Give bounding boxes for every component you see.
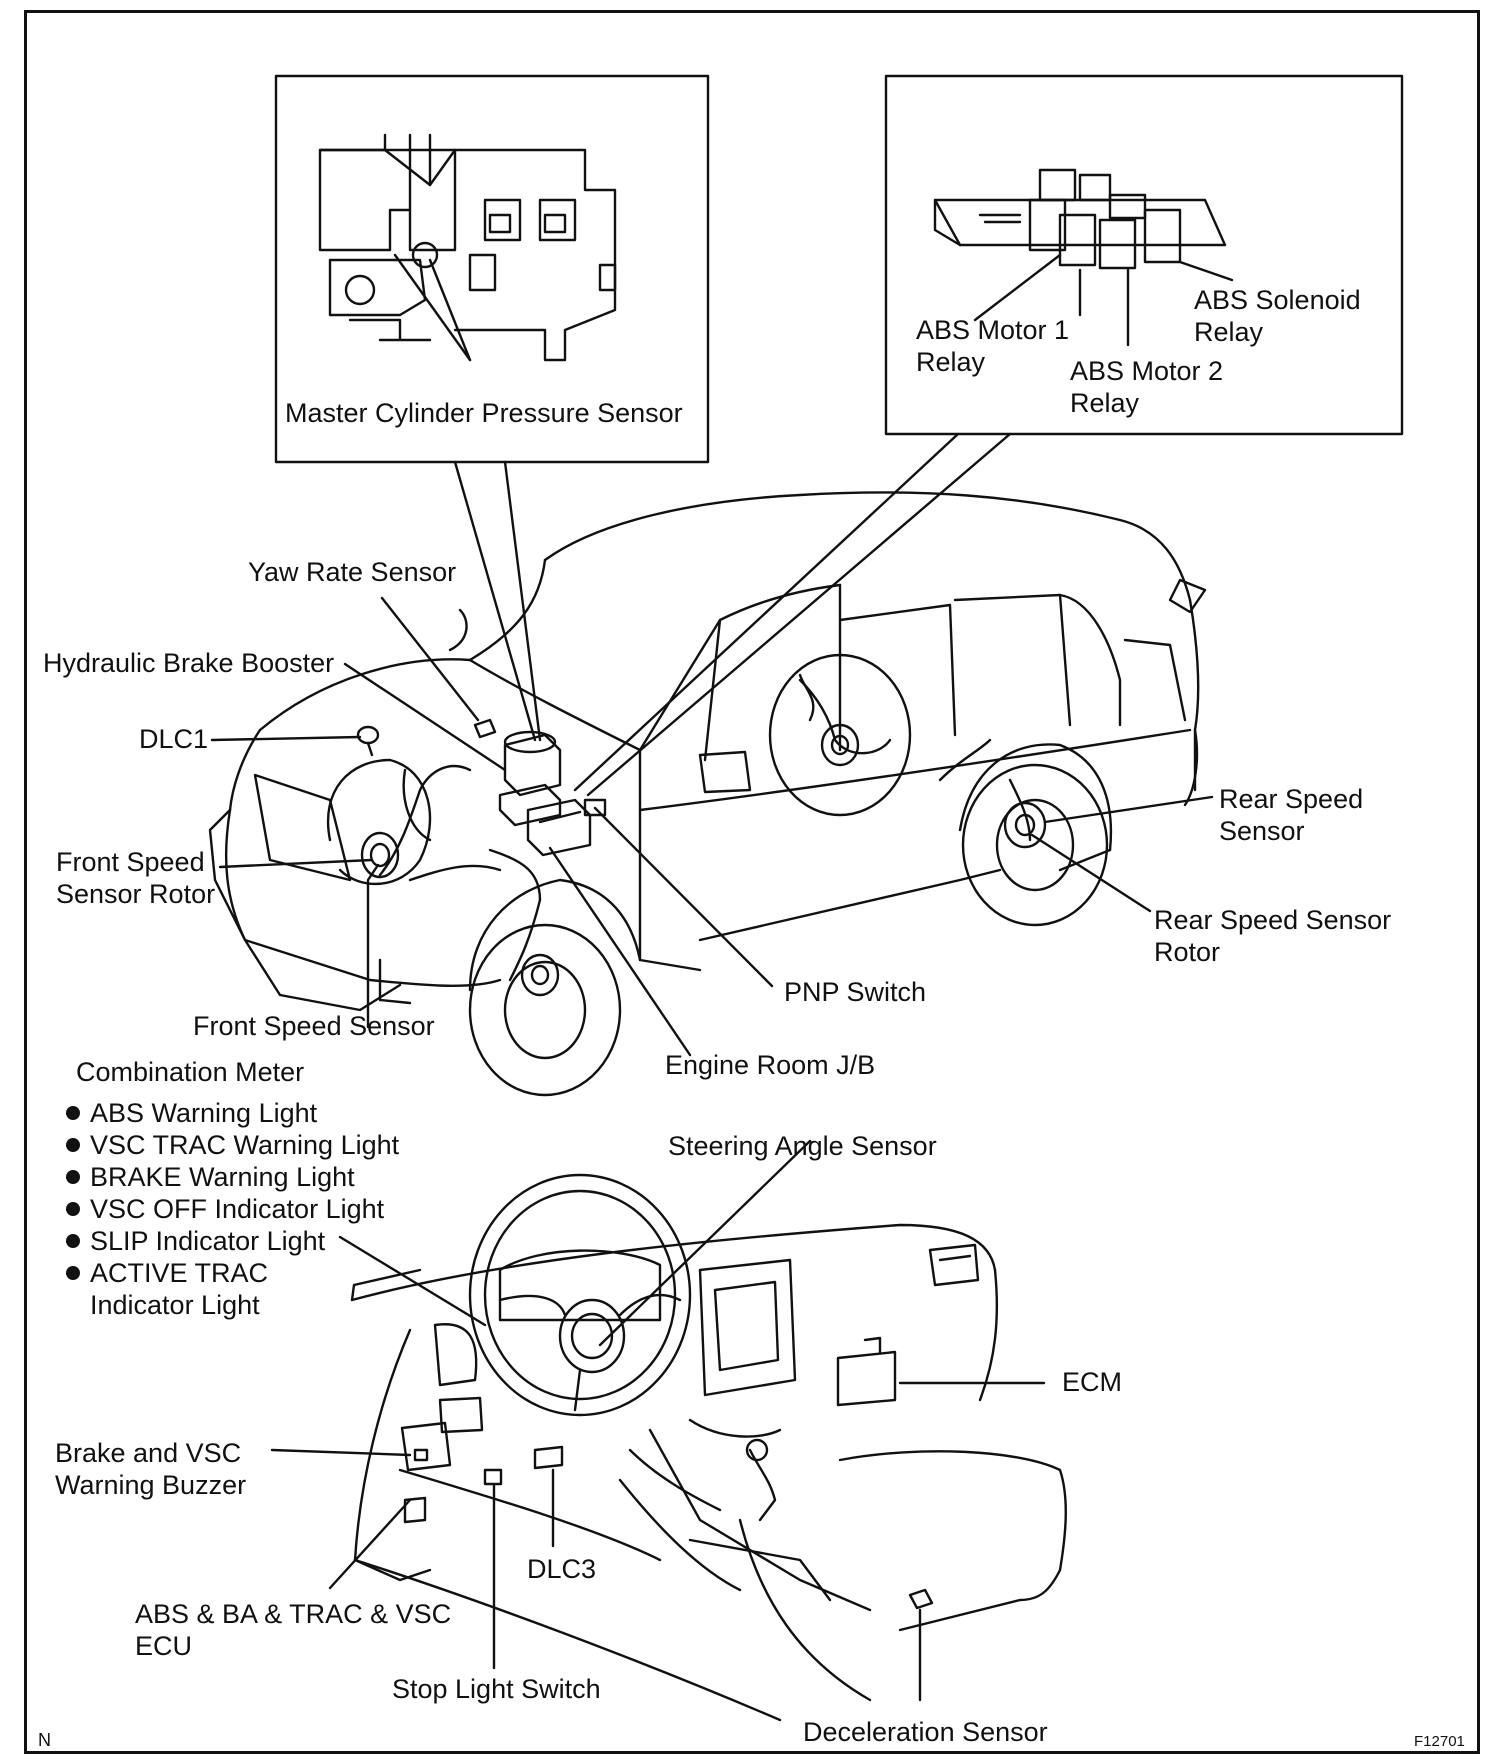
label-hydraulic-brake-booster: Hydraulic Brake Booster [43, 648, 335, 678]
bullet-icon [66, 1266, 80, 1280]
label-engine-room-jb: Engine Room J/B [665, 1050, 876, 1080]
bullet-icon [66, 1170, 80, 1184]
label-ecm: ECM [1062, 1367, 1122, 1397]
label-pnp-switch: PNP Switch [784, 977, 927, 1007]
list-item: VSC TRAC Warning Light [66, 1129, 399, 1161]
label-brake-vsc-warning-buzzer: Brake and VSC Warning Buzzer [55, 1438, 247, 1500]
relay-block-inset-drawing [933, 168, 1234, 347]
label-dlc3: DLC3 [527, 1554, 597, 1584]
list-item: BRAKE Warning Light [66, 1161, 399, 1193]
label-deceleration-sensor: Deceleration Sensor [803, 1717, 1048, 1747]
vehicle-body-drawing [208, 491, 1207, 1097]
list-item: ACTIVE TRAC Indicator Light [66, 1257, 399, 1321]
label-yaw-rate-sensor: Yaw Rate Sensor [248, 557, 457, 587]
label-abs-motor-2-relay: ABS Motor 2 Relay [1070, 356, 1224, 418]
label-rear-speed-sensor-rotor: Rear Speed Sensor Rotor [1154, 905, 1392, 967]
label-front-speed-sensor-rotor: Front Speed Sensor Rotor [56, 847, 216, 909]
label-master-cylinder-pressure-sensor: Master Cylinder Pressure Sensor [285, 398, 683, 428]
corner-mark: N [38, 1730, 51, 1750]
label-dlc1: DLC1 [139, 724, 209, 754]
bullet-icon [66, 1234, 80, 1248]
label-stop-light-switch: Stop Light Switch [392, 1674, 601, 1704]
instrument-panel-drawing [350, 1173, 1067, 1722]
bullet-icon [66, 1138, 80, 1152]
label-rear-speed-sensor: Rear Speed Sensor [1219, 784, 1364, 846]
list-item: SLIP Indicator Light [66, 1225, 399, 1257]
bullet-icon [66, 1106, 80, 1120]
list-item: ABS Warning Light [66, 1097, 399, 1129]
label-steering-angle-sensor: Steering Angle Sensor [668, 1131, 937, 1161]
combination-meter-item-list: ABS Warning Light VSC TRAC Warning Light… [66, 1097, 399, 1321]
label-combination-meter: Combination Meter [76, 1057, 305, 1087]
bullet-icon [66, 1202, 80, 1216]
diagram-border [24, 10, 1480, 1754]
label-front-speed-sensor: Front Speed Sensor [193, 1011, 435, 1041]
figure-code: F12701 [1414, 1733, 1465, 1750]
master-cylinder-inset-drawing [318, 133, 617, 362]
label-abs-solenoid-relay: ABS Solenoid Relay [1194, 285, 1361, 347]
label-abs-ba-trac-vsc-ecu: ABS & BA & TRAC & VSC ECU [135, 1599, 452, 1661]
list-item: VSC OFF Indicator Light [66, 1193, 399, 1225]
engine-bay-components-drawing [356, 718, 1047, 997]
label-abs-motor-1-relay: ABS Motor 1 Relay [916, 315, 1070, 377]
